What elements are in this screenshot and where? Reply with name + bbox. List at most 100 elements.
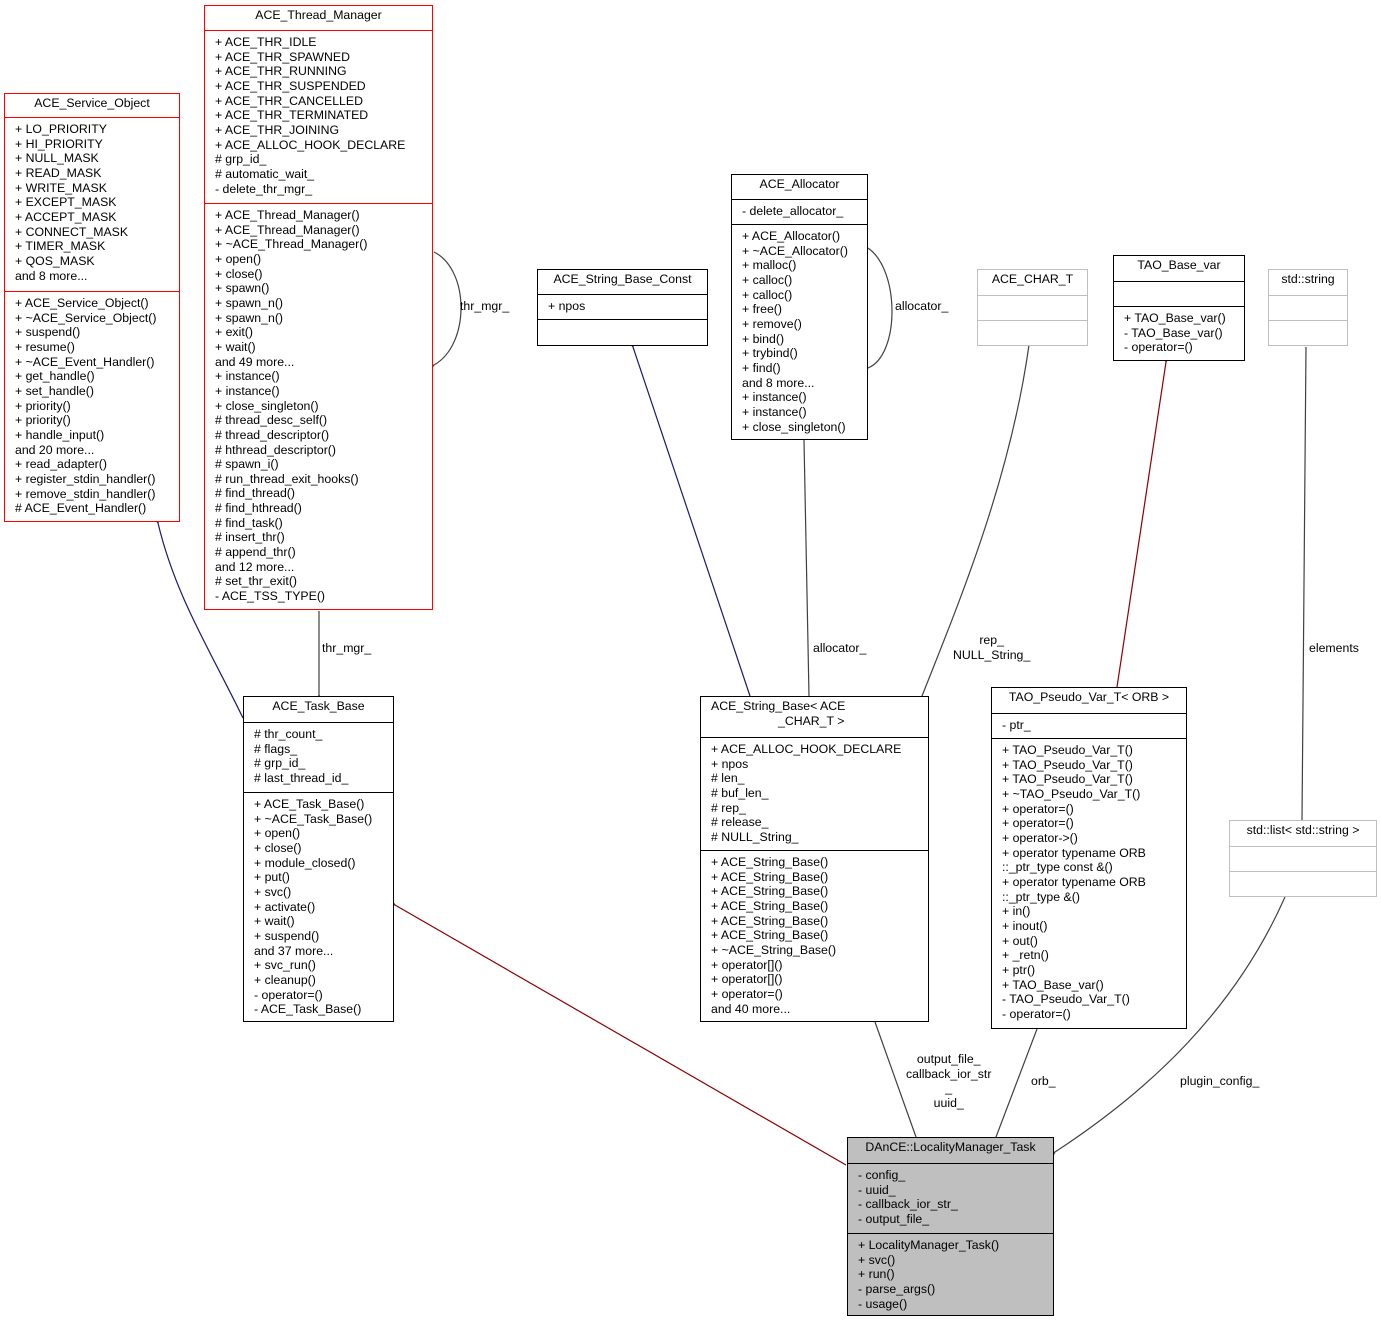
method-row: and 37 more... — [254, 943, 334, 958]
method-row: + ~TAO_Pseudo_Var_T() — [1002, 786, 1141, 801]
methods-section — [978, 320, 1087, 345]
method-row: + open() — [215, 251, 262, 266]
method-row: + read_adapter() — [15, 457, 107, 472]
class-ace-string-base[interactable]: ACE_String_Base< ACE _CHAR_T > + ACE_ALL… — [700, 696, 929, 1022]
method-row: + ACE_Thread_Manager() — [215, 222, 360, 237]
edge-orb — [989, 1028, 1038, 1152]
class-tao-base-var[interactable]: TAO_Base_var + TAO_Base_var()- TAO_Base_… — [1113, 255, 1245, 361]
method-row: + spawn_n() — [215, 295, 284, 310]
attributes-section: + ACE_ALLOC_HOOK_DECLARE+ npos# len_# bu… — [701, 737, 928, 850]
method-row: + ~ACE_Event_Handler() — [15, 354, 155, 369]
method-row: - usage() — [858, 1296, 908, 1311]
method-row: + ACE_Service_Object() — [15, 296, 149, 310]
attribute-row: + EXCEPT_MASK — [15, 195, 117, 210]
attribute-row: + ACE_THR_SUSPENDED — [215, 78, 366, 93]
attribute-row: # buf_len_ — [711, 785, 769, 800]
edge-allocator-self — [854, 247, 893, 375]
method-row: + operator[]() — [711, 972, 783, 987]
method-row: - operator=() — [1124, 340, 1193, 355]
attribute-row: + QOS_MASK — [15, 253, 95, 268]
attribute-row: # thr_count_ — [254, 727, 323, 741]
method-row: + in() — [1002, 904, 1031, 919]
attribute-row: + LO_PRIORITY — [15, 122, 107, 136]
attribute-row: + npos — [548, 299, 586, 313]
attributes-section — [978, 295, 1087, 320]
method-row: + operator typename ORB — [1002, 874, 1146, 889]
method-row: # ACE_Event_Handler() — [15, 501, 147, 516]
method-row: + calloc() — [742, 287, 793, 302]
method-row: ::_ptr_type const &() — [1002, 860, 1113, 875]
class-std-string[interactable]: std::string — [1268, 269, 1348, 346]
method-row: - operator=() — [254, 987, 323, 1002]
class-tao-pseudo-var-t[interactable]: TAO_Pseudo_Var_T< ORB > - ptr_ + TAO_Pse… — [991, 687, 1187, 1029]
edge-label-string-members: output_file_ callback_ior_str _ uuid_ — [906, 1052, 991, 1110]
method-row: # find_thread() — [215, 486, 295, 501]
method-row: + close() — [254, 840, 302, 855]
attribute-row: + CONNECT_MASK — [15, 224, 129, 239]
edge-label-allocator-self: allocator_ — [895, 299, 949, 313]
edge-inherit-service-object — [158, 523, 244, 719]
class-title: ACE_Task_Base — [272, 699, 365, 713]
method-row: + cleanup() — [254, 972, 316, 987]
edge-label-orb: orb_ — [1031, 1074, 1056, 1088]
method-row: + open() — [254, 826, 301, 841]
attribute-row: # flags_ — [254, 741, 298, 756]
class-std-list[interactable]: std::list< std::string > — [1229, 820, 1377, 897]
method-row: + priority() — [15, 413, 71, 428]
edge-label-rep: rep_ NULL_String_ — [953, 633, 1030, 662]
method-row: + TAO_Pseudo_Var_T() — [1002, 743, 1133, 757]
attribute-row: # len_ — [711, 771, 745, 786]
method-row: ::_ptr_type &() — [1002, 889, 1080, 904]
method-row: # find_task() — [215, 515, 283, 530]
attribute-row: - ptr_ — [1002, 718, 1031, 732]
edge-label-thr-mgr: thr_mgr_ — [322, 641, 372, 655]
attribute-row: + ACE_THR_JOINING — [215, 122, 340, 137]
method-row: + ACE_String_Base() — [711, 869, 829, 884]
method-row: + ACE_String_Base() — [711, 898, 829, 913]
edge-label-plugin-config: plugin_config_ — [1180, 1074, 1260, 1088]
method-row: + ~ACE_Service_Object() — [15, 310, 157, 325]
edge-inherit-string-base-const — [633, 347, 751, 697]
method-row: + bind() — [742, 331, 785, 346]
method-row: # thread_desc_self() — [215, 413, 328, 428]
method-row: + put() — [254, 870, 290, 885]
attribute-row: + TIMER_MASK — [15, 239, 106, 254]
method-row: # insert_thr() — [215, 530, 285, 545]
attribute-row: + ACE_ALLOC_HOOK_DECLARE — [215, 137, 406, 152]
method-row: + spawn_n() — [215, 310, 284, 325]
method-row: - TAO_Pseudo_Var_T() — [1002, 992, 1130, 1007]
attribute-row: - delete_allocator_ — [742, 204, 844, 218]
methods-section: + ACE_Allocator()+ ~ACE_Allocator()+ mal… — [732, 224, 867, 437]
method-row: + operator->() — [1002, 830, 1078, 845]
method-row: + close() — [215, 266, 263, 281]
attributes-section: + LO_PRIORITY+ HI_PRIORITY+ NULL_MASK+ R… — [5, 117, 179, 291]
class-ace-service-object[interactable]: ACE_Service_Object + LO_PRIORITY+ HI_PRI… — [4, 93, 180, 522]
method-row: + _retn() — [1002, 948, 1049, 963]
attributes-section: + npos — [538, 294, 707, 319]
method-row: + find() — [742, 360, 781, 375]
class-title: TAO_Base_var — [1137, 258, 1221, 272]
attributes-section: - config_- uuid_- callback_ior_str_- out… — [848, 1163, 1053, 1233]
class-title: ACE_Thread_Manager — [255, 8, 382, 22]
method-row: + svc() — [858, 1252, 896, 1267]
edge-label-line: callback_ior_str — [906, 1066, 992, 1081]
class-ace-task-base[interactable]: ACE_Task_Base # thr_count_# flags_# grp_… — [243, 696, 394, 1022]
class-ace-allocator[interactable]: ACE_Allocator - delete_allocator_ + ACE_… — [731, 174, 868, 440]
method-row: + out() — [1002, 933, 1038, 948]
method-row: + TAO_Pseudo_Var_T() — [1002, 772, 1133, 787]
class-locality-manager-task[interactable]: DAnCE::LocalityManager_Task - config_- u… — [847, 1137, 1054, 1316]
attribute-row: + READ_MASK — [15, 165, 102, 180]
method-row: + ~ACE_Thread_Manager() — [215, 237, 368, 252]
edge-elements — [1297, 346, 1307, 836]
edge-label-allocator: allocator_ — [813, 641, 867, 655]
attribute-row: + ACE_THR_RUNNING — [215, 64, 347, 79]
method-row: + activate() — [254, 899, 316, 914]
class-ace-char-t[interactable]: ACE_CHAR_T — [977, 269, 1088, 346]
method-row: and 49 more... — [215, 354, 295, 369]
attributes-section — [1230, 846, 1376, 871]
method-row: + instance() — [742, 390, 807, 405]
attribute-row: + ACE_THR_IDLE — [215, 35, 317, 49]
method-row: + svc_run() — [254, 958, 316, 973]
class-ace-thread-manager[interactable]: ACE_Thread_Manager + ACE_THR_IDLE + ACE_T… — [204, 5, 433, 610]
class-ace-string-base-const[interactable]: ACE_String_Base_Const + npos — [537, 269, 708, 346]
